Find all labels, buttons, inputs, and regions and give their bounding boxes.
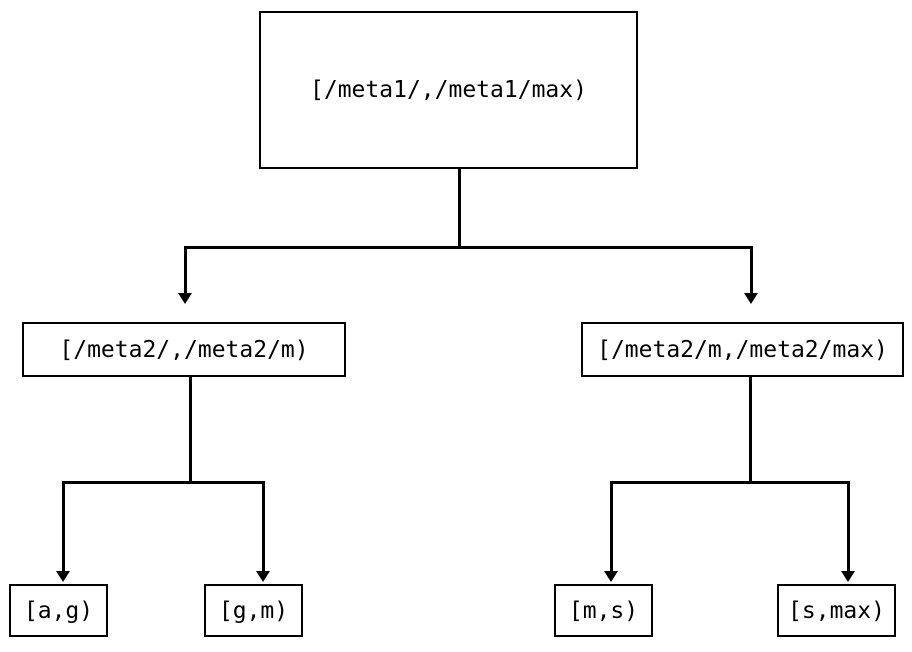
node-mid-left: [/meta2/,/meta2/m): [22, 322, 346, 377]
edge-mid-right-stem: [749, 377, 752, 484]
node-leaf-1: [g,m): [204, 584, 303, 637]
edge-mid-right-to-leaf-2-arm: [610, 481, 613, 572]
edge-root-bar: [184, 246, 753, 249]
edge-root-to-mid-right-arm: [750, 246, 753, 294]
node-leaf-3-label: [s,max): [788, 597, 885, 624]
node-leaf-3: [s,max): [777, 584, 896, 637]
node-mid-right: [/meta2/m,/meta2/max): [581, 322, 904, 377]
arrowhead-down-icon-leaf-3: [841, 571, 855, 582]
edge-mid-left-bar: [62, 481, 265, 484]
arrowhead-down-icon-leaf-1: [256, 571, 270, 582]
edge-root-to-mid-left-arm: [184, 246, 187, 294]
node-root-label: [/meta1/,/meta1/max): [310, 77, 587, 103]
node-leaf-2: [m,s): [554, 584, 653, 637]
arrowhead-down-icon-root-right: [744, 293, 758, 304]
arrowhead-down-icon-leaf-2: [604, 571, 618, 582]
edge-mid-left-stem: [189, 377, 192, 484]
node-leaf-2-label: [m,s): [568, 597, 639, 624]
edge-root-stem: [458, 169, 461, 249]
node-leaf-0-label: [a,g): [23, 597, 94, 624]
edge-mid-right-bar: [610, 481, 850, 484]
node-root: [/meta1/,/meta1/max): [259, 11, 638, 169]
node-mid-left-label: [/meta2/,/meta2/m): [59, 336, 309, 363]
arrowhead-down-icon-leaf-0: [56, 571, 70, 582]
edge-mid-left-to-leaf-1-arm: [262, 481, 265, 572]
arrowhead-down-icon-root-left: [178, 293, 192, 304]
node-mid-right-label: [/meta2/m,/meta2/max): [597, 336, 888, 363]
edge-mid-left-to-leaf-0-arm: [62, 481, 65, 572]
node-leaf-0: [a,g): [9, 584, 108, 637]
node-leaf-1-label: [g,m): [218, 597, 289, 624]
edge-mid-right-to-leaf-3-arm: [847, 481, 850, 572]
